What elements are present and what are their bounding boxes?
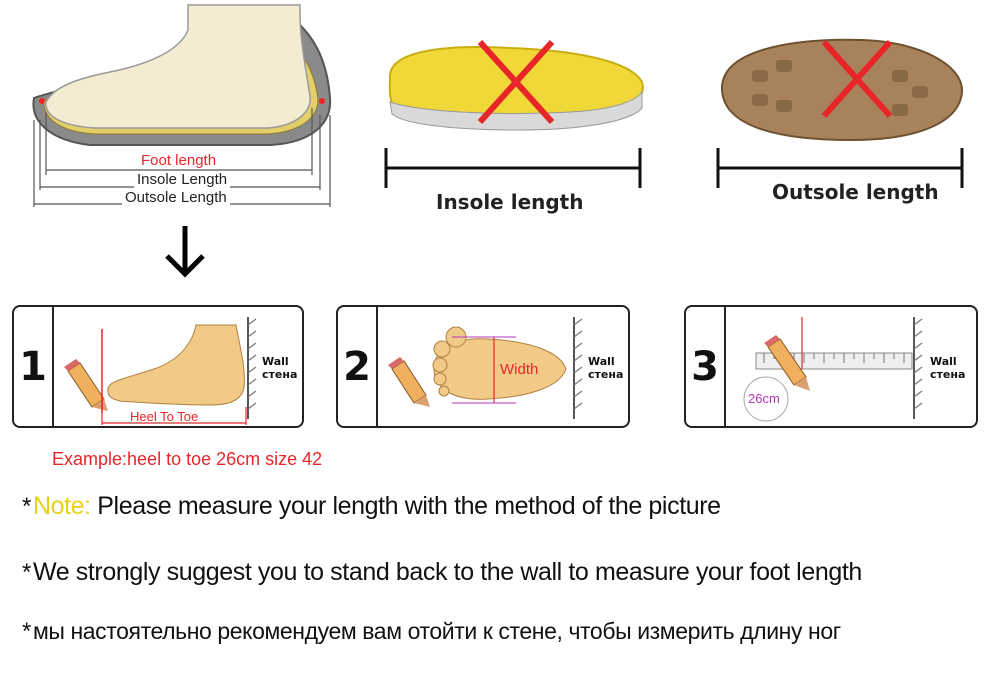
outsole-diagram: Outsole length xyxy=(712,30,972,230)
insole-length-caption: Insole length xyxy=(436,190,584,214)
note-line-2: *We strongly suggest you to stand back t… xyxy=(22,558,862,587)
outsole-illustration xyxy=(716,38,964,188)
step-panel-2: 2 Width Wall стена xyxy=(336,305,630,428)
pencil-icon xyxy=(764,335,810,391)
step-number: 1 xyxy=(14,307,54,426)
note-line-1: *Note: Please measure your length with t… xyxy=(22,492,721,521)
asterisk-icon: * xyxy=(22,559,31,586)
note-label: Note: xyxy=(32,492,91,520)
insole-illustration xyxy=(384,39,644,188)
wall-hatch-icon xyxy=(247,317,257,419)
foot-length-label: Foot length xyxy=(138,152,220,169)
heel-to-toe-illustration xyxy=(64,317,257,425)
foot-in-shoe-diagram: Foot length Insole Length Outsole Length xyxy=(0,0,360,215)
foot-width-illustration xyxy=(388,317,583,419)
outsole-length-label: Outsole Length xyxy=(122,189,230,206)
asterisk-icon: * xyxy=(22,618,31,645)
foot-shoe-illustration xyxy=(32,4,332,207)
insole-diagram: Insole length xyxy=(380,30,650,230)
pencil-icon xyxy=(388,357,430,407)
wall-label: Wall стена xyxy=(588,355,624,381)
cross-mark-icon xyxy=(477,39,555,125)
wall-hatch-icon xyxy=(573,317,583,419)
note-text: Please measure your length with the meth… xyxy=(90,492,721,520)
step-panel-1: 1 Wall стена Heel To Toe xyxy=(12,305,304,428)
wall-label: Wall стена xyxy=(262,355,298,381)
ruler-measure-illustration xyxy=(743,317,923,422)
wall-hatch-icon xyxy=(913,317,923,419)
heel-to-toe-label: Heel To Toe xyxy=(130,409,199,424)
outsole-length-caption: Outsole length xyxy=(772,180,939,204)
down-arrow-icon xyxy=(165,226,205,278)
width-label: Width xyxy=(500,361,539,378)
pencil-icon xyxy=(64,359,108,411)
note-text: We strongly suggest you to stand back to… xyxy=(32,558,862,586)
wall-label: Wall стена xyxy=(930,355,966,381)
asterisk-icon: * xyxy=(22,493,31,520)
step-number: 3 xyxy=(686,307,726,426)
example-text: Example:heel to toe 26cm size 42 xyxy=(52,449,323,469)
step-number: 2 xyxy=(338,307,378,426)
note-line-3: *мы настоятельно рекомендуем вам отойти … xyxy=(22,618,841,646)
cross-mark-icon xyxy=(821,40,893,118)
note-text: мы настоятельно рекомендуем вам отойти к… xyxy=(32,618,841,644)
step-panel-3: 3 xyxy=(684,305,978,428)
insole-length-label: Insole Length xyxy=(134,171,231,188)
measurement-26cm-label: 26cm xyxy=(748,391,780,406)
